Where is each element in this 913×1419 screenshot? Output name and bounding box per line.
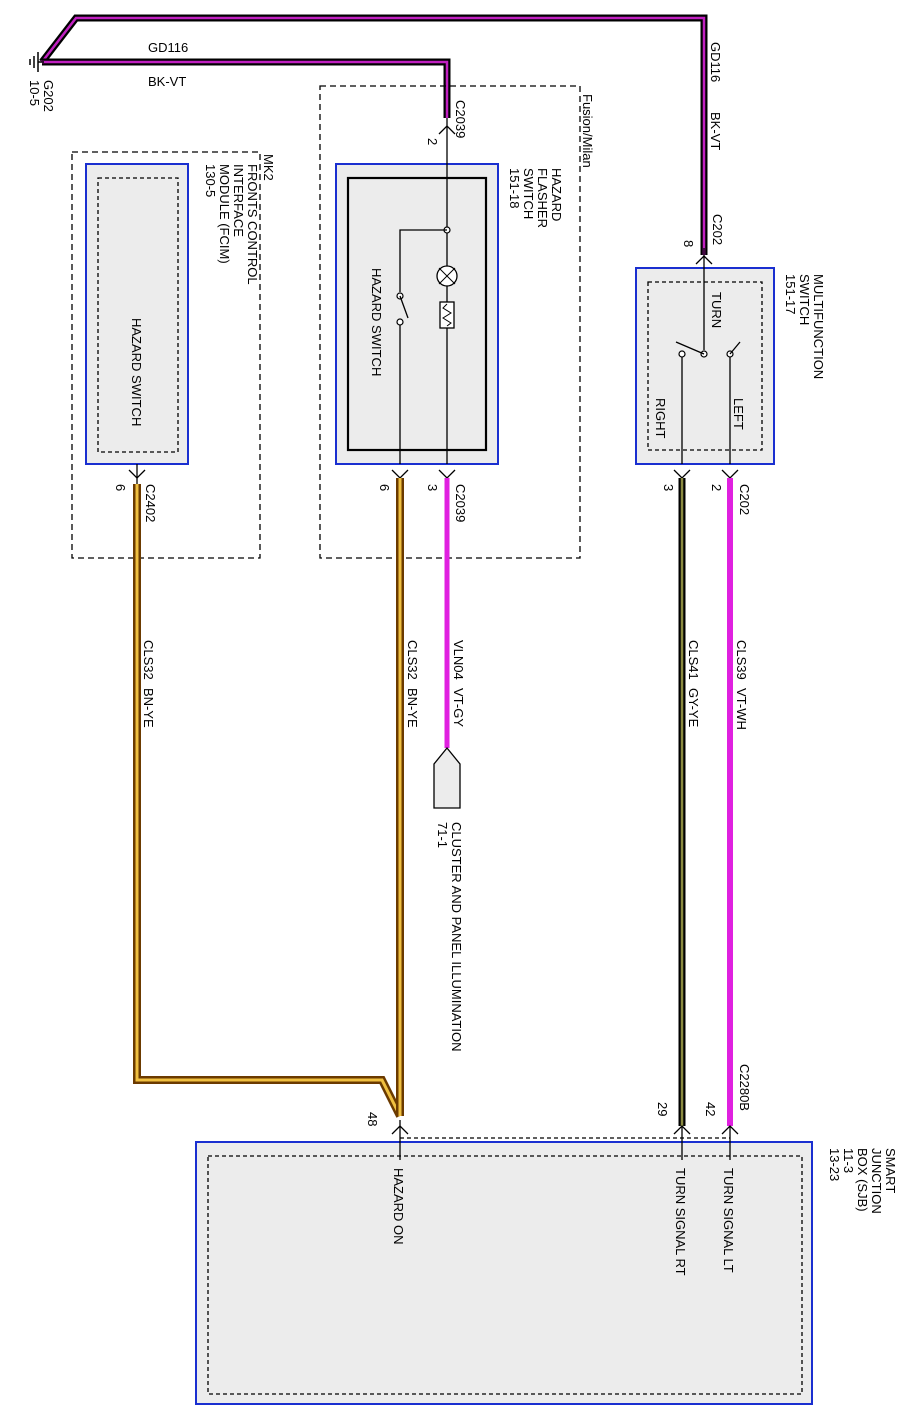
hazard-name-line-1: HAZARD	[549, 168, 564, 221]
fcim-wire-inner	[135, 484, 402, 1117]
hazard-name-line-3: SWITCH	[521, 168, 536, 219]
mfs-name-line-1: MULTIFUNCTION	[811, 274, 826, 379]
hazard-bottom-connector-icon	[391, 469, 456, 479]
fcim-name-line-1: FRONTS CONTROL	[245, 164, 260, 285]
sjb-pin-lt: 42	[703, 1102, 718, 1116]
hazard-inner-box	[346, 176, 488, 452]
cluster-ref: 71-1	[435, 822, 450, 848]
sjb-blue-outline	[195, 1141, 813, 1405]
mfs-pin-right: 3	[661, 484, 676, 491]
multifunction-switch-module	[635, 267, 775, 465]
fcim-component-fill	[86, 164, 188, 464]
sjb-pin-rt: 29	[655, 1102, 670, 1116]
hazard-name-line-2: FLASHER	[535, 168, 550, 228]
hazard-pin-left: 6	[377, 484, 392, 491]
sjb-connector-icon	[391, 1120, 739, 1160]
ground-wire-circuit: GD116	[148, 40, 188, 55]
fcim-inner-dashed	[97, 177, 179, 453]
fcim-connector-name: C2402	[143, 484, 158, 522]
hazard-wire1-color: BN-YE	[405, 688, 420, 728]
ground-branch-outer	[42, 58, 451, 118]
mfs-turn-label: TURN	[709, 292, 724, 328]
ground-branch-inner	[42, 60, 449, 118]
fcim-inner-label: HAZARD SWITCH	[129, 318, 144, 426]
fcim-wire-bn-ye	[133, 484, 404, 1118]
sjb-label-hazard: HAZARD ON	[391, 1168, 406, 1245]
mfs-wire-right-color: GY-YE	[686, 688, 701, 728]
hazard-bottom-connector-name: C2039	[453, 484, 468, 522]
fcim-wire-outer	[133, 484, 404, 1118]
fcim-name-line-4: 130-5	[203, 164, 218, 197]
sjb-name-line-3: BOX (SJB)	[855, 1148, 870, 1212]
sjb-component-fill	[196, 1142, 812, 1404]
mfs-top-connector-pin: 8	[681, 240, 696, 247]
hazard-internal-circuit	[396, 164, 458, 464]
sjb-module	[195, 1137, 813, 1405]
sjb-name-line-1: SMART	[883, 1148, 898, 1193]
hazard-wire1-circuit: CLS32	[405, 640, 420, 680]
fcim-connector-pin: 6	[113, 484, 128, 491]
mfs-wire-left-circuit: CLS39	[734, 640, 749, 680]
sjb-inner-dashed	[207, 1155, 803, 1395]
sjb-label-rt: TURN SIGNAL RT	[673, 1168, 688, 1276]
mfs-wire-left-color: VT-WH	[734, 688, 749, 730]
ground-wire-bk-vt	[39, 14, 708, 255]
fcim-name-line-2: INTERFACE	[231, 164, 246, 237]
sjb-name-line-5: 13-23	[827, 1148, 842, 1181]
mfs-name-line-2: SWITCH	[797, 274, 812, 325]
fcim-module	[71, 151, 261, 559]
mfs-name-line-3: 151-17	[783, 274, 798, 314]
hazard-wire2-circuit: VLN04	[451, 640, 466, 680]
mfs-inner-dashed	[647, 281, 763, 451]
mfs-blue-outline	[635, 267, 775, 465]
hazard-inner-label: HAZARD SWITCH	[369, 268, 384, 376]
mfs-right-label: RIGHT	[653, 398, 668, 439]
sjb-name-line-2: JUNCTION	[869, 1148, 884, 1214]
fcim-wire-circuit: CLS32	[141, 640, 156, 680]
hazard-top-connector-name: C2039	[453, 100, 468, 138]
hazard-blue-outline	[335, 163, 499, 465]
cluster-connector-icon	[433, 746, 461, 809]
fcim-variant-label: MK2	[261, 154, 276, 181]
hazard-flasher-module	[319, 85, 581, 559]
mfs-component-fill	[636, 268, 774, 464]
hazard-outer-dashed	[319, 85, 581, 559]
cluster-name: CLUSTER AND PANEL ILLUMINATION	[449, 822, 464, 1051]
ground-wire-inner	[41, 16, 706, 255]
sjb-connector-name: C2280B	[737, 1064, 752, 1111]
hazard-top-connector-pin: 2	[425, 138, 440, 145]
hazard-top-connector-icon	[438, 118, 456, 164]
fcim-connector-icon	[128, 464, 146, 484]
sjb-label-lt: TURN SIGNAL LT	[721, 1168, 736, 1273]
mfs-pin-left: 2	[709, 484, 724, 491]
hazard-name-line-4: 151-18	[507, 168, 522, 208]
fcim-name-line-3: MODULE (FCIM)	[217, 164, 232, 264]
mfs-wire-right-circuit: CLS41	[686, 640, 701, 680]
mfs-bottom-connector-name: C202	[737, 484, 752, 515]
mfs-top-connector-icon	[695, 248, 713, 350]
mfs-bottom-connector-icon	[673, 469, 739, 479]
ground-name: G202	[41, 80, 56, 112]
mfs-internal-circuit	[675, 341, 741, 464]
hazard-component-fill	[336, 164, 498, 464]
fcim-outer-dashed	[71, 151, 261, 559]
right-wire-color: BK-VT	[708, 112, 723, 150]
right-wire-circuit: GD116	[708, 42, 723, 82]
hazard-pin-right: 3	[425, 484, 440, 491]
ground-symbol-icon	[29, 52, 44, 72]
fcim-wire-color: BN-YE	[141, 688, 156, 728]
hazard-variant-label: Fusion/Milan	[580, 94, 595, 168]
sjb-pin-hazard: 48	[365, 1112, 380, 1126]
mfs-left-label: LEFT	[731, 398, 746, 430]
mfs-top-connector-name: C202	[710, 214, 725, 245]
hazard-wire2-color: VT-GY	[451, 688, 466, 727]
ground-wire-color: BK-VT	[148, 74, 186, 89]
switch-blade	[399, 295, 409, 319]
sjb-name-line-4: 11-3	[841, 1148, 856, 1173]
ground-ref: 10-5	[27, 80, 42, 106]
